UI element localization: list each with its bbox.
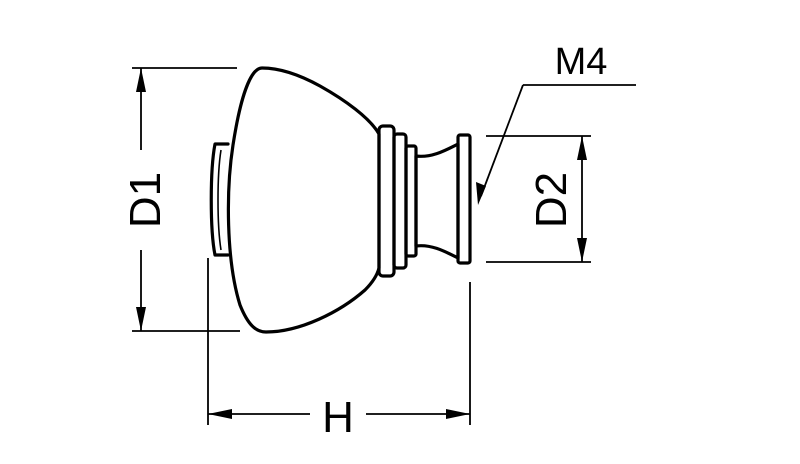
d2-arrow-bottom [577, 238, 587, 262]
h-arrow-right [446, 409, 470, 419]
d2-label: D2 [527, 172, 576, 228]
m4-label: M4 [555, 41, 608, 83]
collar-large [377, 124, 396, 278]
knob-front-cap-inner [217, 149, 222, 251]
knob-head [226, 66, 381, 334]
thread-callout-m4: M4 [476, 41, 636, 205]
knob-neck [414, 142, 460, 260]
d1-arrow-bottom [136, 307, 146, 331]
d2-arrow-top [577, 136, 587, 160]
dimension-d2: D2 [486, 135, 591, 263]
h-label: H [322, 393, 354, 442]
knob-outline [209, 66, 472, 334]
dimension-h: H [207, 258, 471, 442]
base-flange [456, 133, 472, 265]
d1-arrow-top [136, 68, 146, 92]
d1-label: D1 [121, 172, 170, 228]
m4-leader-diagonal [480, 84, 524, 197]
knob-front-cap [209, 142, 230, 257]
collar-medium [392, 132, 408, 270]
m4-leader-arrow [476, 182, 486, 205]
dimension-d1: D1 [121, 67, 240, 332]
h-arrow-left [208, 409, 232, 419]
